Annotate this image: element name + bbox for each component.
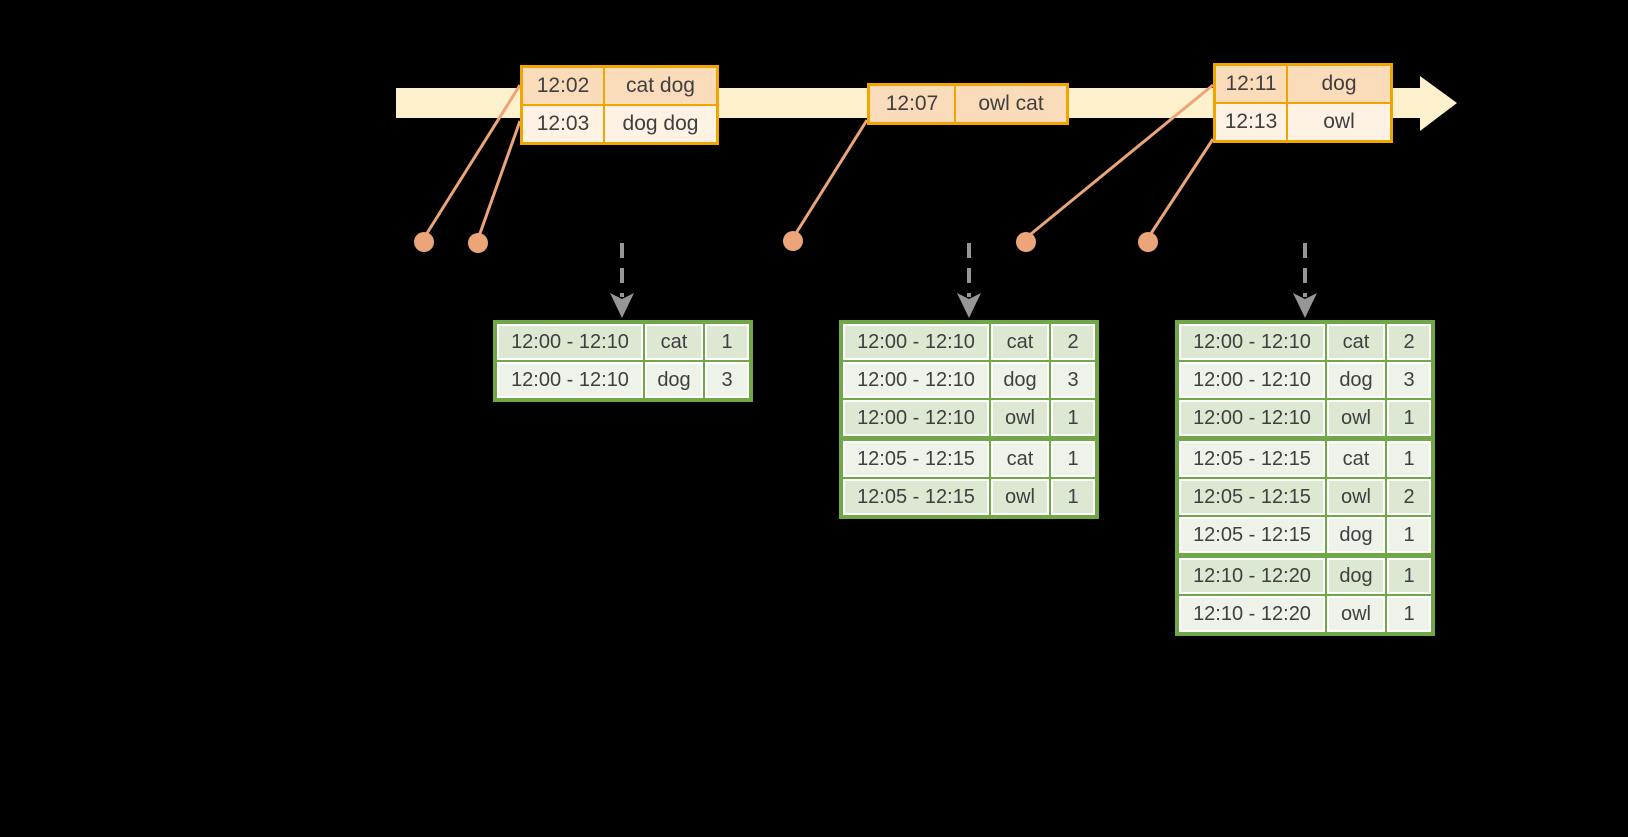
event-words-cell: owl cat — [956, 86, 1066, 122]
count-cell: 3 — [1387, 362, 1431, 398]
event-time-cell: 12:03 — [523, 106, 603, 142]
word-cell: cat — [991, 324, 1049, 360]
event-words-cell: dog — [1288, 66, 1390, 102]
count-cell: 2 — [1387, 324, 1431, 360]
word-cell: cat — [1327, 441, 1385, 477]
window-cell: 12:00 - 12:10 — [843, 400, 989, 436]
event-time-cell: 12:07 — [870, 86, 954, 122]
word-cell: owl — [991, 400, 1049, 436]
count-cell: 2 — [1387, 479, 1431, 515]
word-cell: dog — [1327, 517, 1385, 553]
count-cell: 3 — [705, 362, 749, 398]
count-cell: 1 — [1387, 441, 1431, 477]
count-cell: 1 — [1387, 517, 1431, 553]
word-cell: cat — [1327, 324, 1385, 360]
event-words-cell: cat dog — [605, 68, 716, 104]
word-cell: dog — [1327, 558, 1385, 594]
timeline-arrowhead-icon — [1420, 76, 1457, 131]
word-cell: owl — [1327, 400, 1385, 436]
event-dot-1213 — [1138, 232, 1158, 252]
event-dots — [414, 231, 1158, 253]
trigger-arrowhead-icon-3 — [1293, 293, 1317, 318]
leader-line-1213 — [1146, 138, 1215, 239]
window-cell: 12:00 - 12:10 — [843, 362, 989, 398]
count-cell: 2 — [1051, 324, 1095, 360]
window-cell: 12:10 - 12:20 — [1179, 558, 1325, 594]
window-cell: 12:00 - 12:10 — [497, 324, 643, 360]
trigger-arrows — [610, 243, 1317, 318]
window-cell: 12:00 - 12:10 — [497, 362, 643, 398]
trigger-arrowhead-icon-2 — [957, 293, 981, 318]
event-dot-1211 — [1016, 232, 1036, 252]
word-cell: cat — [991, 441, 1049, 477]
word-cell: owl — [1327, 596, 1385, 632]
leader-line-1202 — [422, 84, 522, 239]
event-dot-1202 — [414, 232, 434, 252]
window-cell: 12:05 - 12:15 — [843, 441, 989, 477]
count-cell: 1 — [705, 324, 749, 360]
event-leader-lines — [422, 83, 1215, 240]
trigger-arrowhead-icon-1 — [610, 293, 634, 318]
window-cell: 12:05 - 12:15 — [1179, 441, 1325, 477]
event-time-cell: 12:02 — [523, 68, 603, 104]
word-cell: owl — [1327, 479, 1385, 515]
count-cell: 1 — [1387, 558, 1431, 594]
window-cell: 12:05 - 12:15 — [1179, 479, 1325, 515]
window-cell: 12:00 - 12:10 — [1179, 362, 1325, 398]
count-cell: 1 — [1387, 400, 1431, 436]
word-cell: dog — [991, 362, 1049, 398]
window-cell: 12:00 - 12:10 — [1179, 400, 1325, 436]
event-dot-1203 — [468, 233, 488, 253]
event-time-cell: 12:13 — [1216, 104, 1286, 140]
count-cell: 1 — [1051, 400, 1095, 436]
word-cell: cat — [645, 324, 703, 360]
window-cell: 12:00 - 12:10 — [843, 324, 989, 360]
event-words-cell: owl — [1288, 104, 1390, 140]
event-dot-1207 — [783, 231, 803, 251]
leader-line-1203 — [476, 120, 522, 240]
leader-line-1211 — [1025, 83, 1214, 240]
window-cell: 12:10 - 12:20 — [1179, 596, 1325, 632]
window-cell: 12:00 - 12:10 — [1179, 324, 1325, 360]
word-cell: dog — [1327, 362, 1385, 398]
event-words-cell: dog dog — [605, 106, 716, 142]
window-cell: 12:05 - 12:15 — [1179, 517, 1325, 553]
window-cell: 12:05 - 12:15 — [843, 479, 989, 515]
word-cell: owl — [991, 479, 1049, 515]
count-cell: 1 — [1051, 479, 1095, 515]
count-cell: 1 — [1387, 596, 1431, 632]
word-cell: dog — [645, 362, 703, 398]
count-cell: 1 — [1051, 441, 1095, 477]
event-time-cell: 12:11 — [1216, 66, 1286, 102]
count-cell: 3 — [1051, 362, 1095, 398]
leader-line-1207 — [791, 119, 869, 239]
